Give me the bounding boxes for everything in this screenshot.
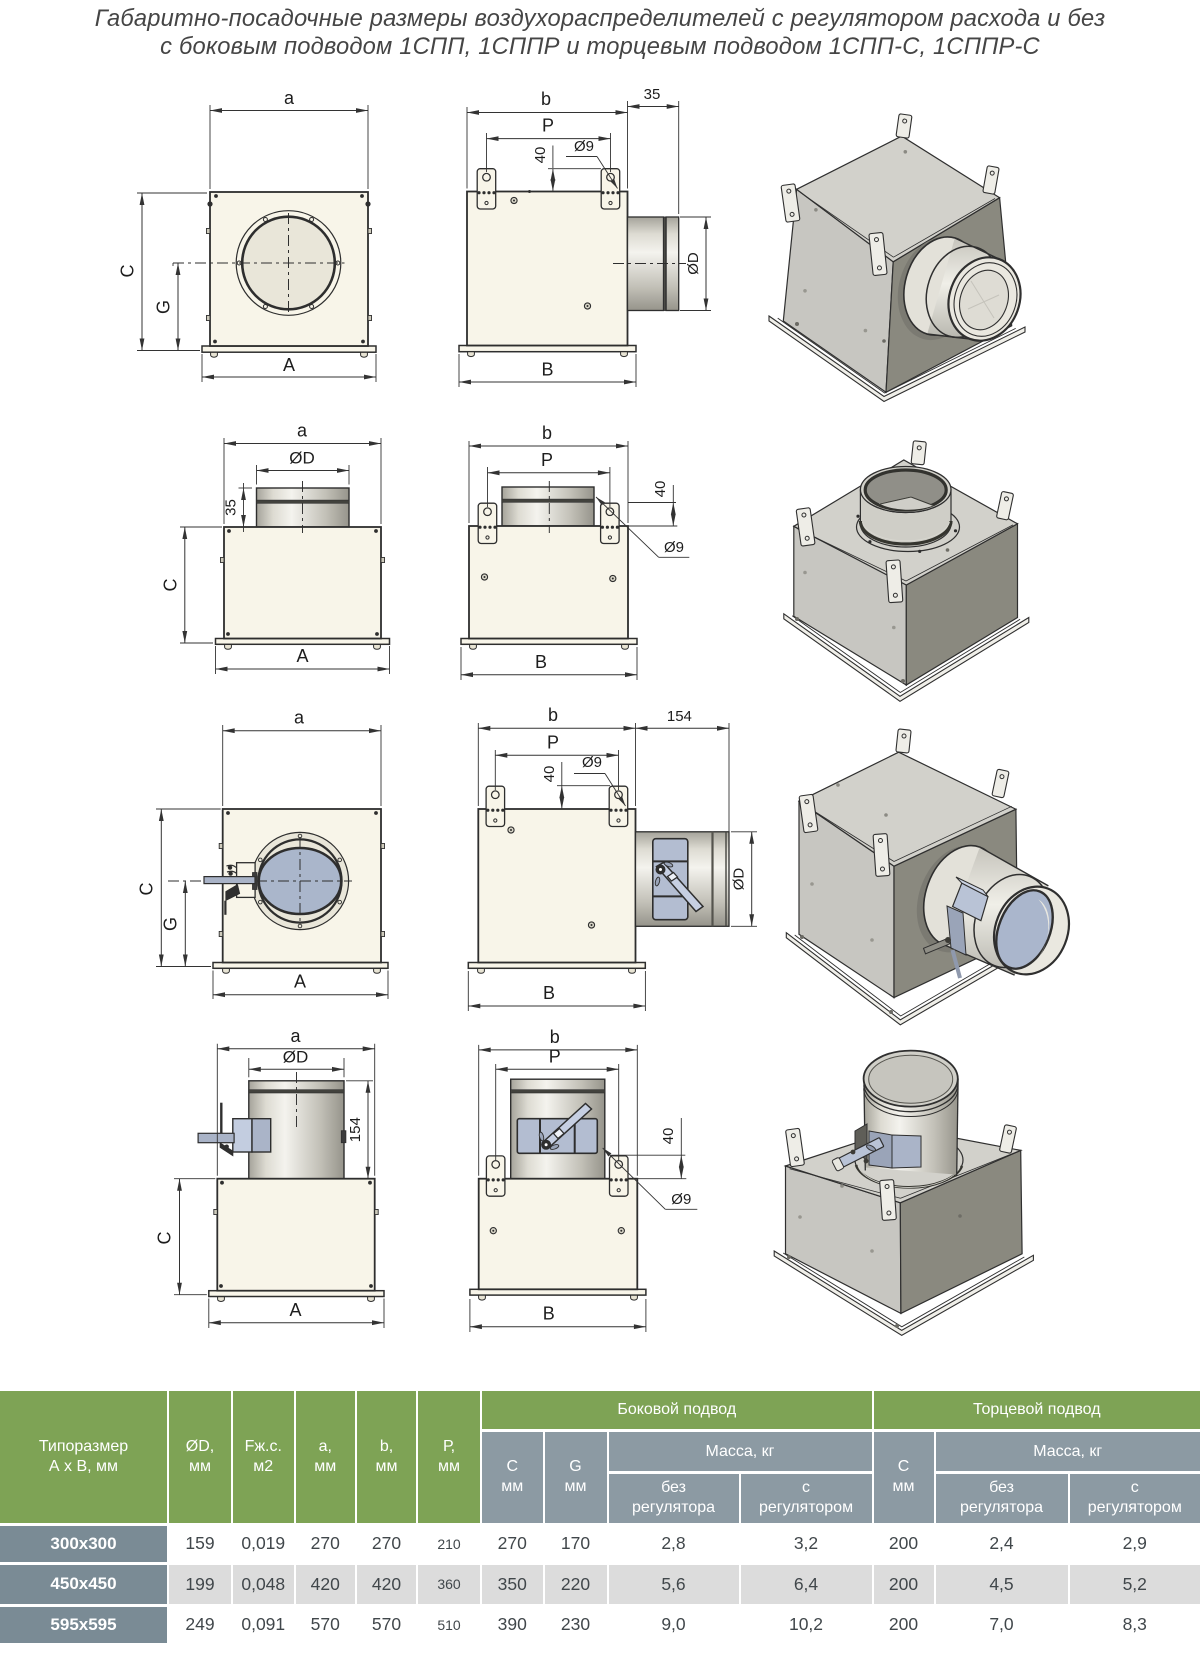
svg-text:Ø9: Ø9 — [664, 539, 684, 556]
svg-text:a: a — [297, 421, 308, 441]
svg-text:C: C — [161, 579, 181, 592]
svg-text:b: b — [541, 89, 551, 109]
svg-text:40: 40 — [660, 1128, 677, 1145]
svg-text:40: 40 — [541, 766, 558, 783]
svg-text:B: B — [535, 652, 547, 672]
svg-text:A: A — [296, 646, 308, 666]
svg-text:Ø9: Ø9 — [671, 1191, 691, 1208]
svg-text:P: P — [547, 732, 559, 752]
svg-text:G: G — [154, 300, 174, 314]
svg-text:40: 40 — [652, 481, 669, 498]
svg-text:a: a — [294, 708, 305, 728]
svg-text:35: 35 — [644, 86, 661, 103]
svg-text:P: P — [542, 116, 554, 136]
svg-text:ØD: ØD — [731, 868, 748, 891]
svg-text:A: A — [283, 355, 295, 375]
svg-text:b: b — [548, 705, 558, 725]
svg-text:B: B — [541, 360, 553, 380]
svg-text:b: b — [542, 423, 552, 443]
svg-text:B: B — [543, 983, 555, 1003]
svg-text:ØD: ØD — [283, 1047, 309, 1066]
svg-text:ØD: ØD — [685, 252, 702, 275]
svg-text:A: A — [289, 1300, 301, 1320]
svg-text:a: a — [284, 88, 295, 108]
svg-text:a: a — [290, 1026, 301, 1046]
svg-text:b: b — [550, 1027, 560, 1047]
svg-text:40: 40 — [532, 147, 549, 164]
svg-text:Ø9: Ø9 — [582, 754, 602, 771]
svg-text:C: C — [155, 1232, 175, 1245]
svg-text:A: A — [294, 972, 306, 992]
svg-text:C: C — [137, 883, 157, 896]
svg-text:Ø9: Ø9 — [574, 138, 594, 155]
svg-text:C: C — [118, 265, 138, 278]
svg-text:ØD: ØD — [289, 449, 315, 468]
svg-text:B: B — [543, 1304, 555, 1324]
svg-text:G: G — [161, 917, 181, 931]
svg-text:35: 35 — [223, 499, 240, 516]
svg-text:P: P — [549, 1046, 561, 1066]
svg-text:P: P — [541, 450, 553, 470]
svg-text:154: 154 — [347, 1117, 364, 1142]
svg-text:154: 154 — [667, 708, 692, 725]
